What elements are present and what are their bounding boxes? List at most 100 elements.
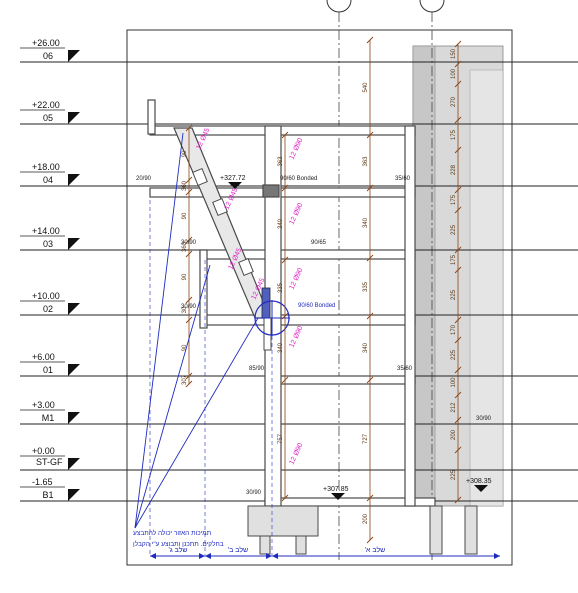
- dim-tick: [366, 184, 374, 192]
- level-name: 04: [43, 175, 53, 185]
- dim-tick: [454, 336, 462, 344]
- level-name: 05: [43, 113, 53, 123]
- level-name: 06: [43, 51, 53, 61]
- level-name: 01: [43, 365, 53, 375]
- dim-tick: [454, 206, 462, 214]
- dim-value: 90: [182, 150, 188, 157]
- dim-value: 175: [451, 129, 457, 140]
- label-30-90-b: 30/90: [181, 304, 197, 310]
- label-35-60-mid: 35/60: [397, 366, 413, 372]
- dim-value: 363: [278, 156, 284, 167]
- label-35-60-top: 35/60: [395, 176, 411, 182]
- grid-bubble-2: [419, 0, 445, 13]
- dim-tick: [454, 116, 462, 124]
- dim-tick: [454, 316, 462, 324]
- dim-tick: [454, 416, 462, 424]
- support-note-line2: בחלקים. תתכנן ותבוצע ע"י הקבלן: [133, 540, 224, 548]
- dim-tick: [366, 254, 374, 262]
- level-elevation: +18.00: [32, 162, 60, 172]
- level-triangle: [68, 112, 80, 124]
- spot-level-top: +327.72: [220, 175, 246, 182]
- dim-value: 175: [451, 194, 457, 205]
- stage-arrow-end: [266, 553, 272, 559]
- dim-value: 200: [363, 513, 369, 524]
- dim-tick: [454, 186, 462, 194]
- support-note: תמיכות האזור יכולה להתבצע בחלקים. תתכנן …: [133, 529, 224, 548]
- dim-tick: [366, 36, 374, 44]
- level-elevation: +10.00: [32, 291, 60, 301]
- dim-tick: [281, 256, 289, 264]
- dim-tick: [366, 312, 374, 320]
- dim-value: 90: [182, 273, 188, 280]
- dim-value: 228: [451, 164, 457, 175]
- dim-tick: [366, 376, 374, 384]
- dim-tick: [281, 184, 289, 192]
- section-labels: 20/90 90/60 Bonded 35/60 30/90 90/65 30/…: [136, 176, 492, 496]
- level-lines: [20, 61, 578, 502]
- support-note-leaders: [134, 132, 500, 557]
- dim-value: 175: [451, 254, 457, 265]
- level-name: M1: [42, 413, 55, 423]
- dim-value: 360: [182, 180, 188, 191]
- dim-value: 335: [363, 281, 369, 292]
- dim-value: 170: [451, 324, 457, 335]
- label-20-90: 20/90: [136, 176, 152, 182]
- spot-level-bottom-right: +308.35: [466, 478, 492, 485]
- dim-value: 307: [182, 374, 188, 385]
- dim-tick: [185, 380, 193, 388]
- dim-tick: [366, 536, 374, 544]
- level-name: B1: [42, 490, 53, 500]
- stage-a-label: שלב א': [365, 546, 386, 554]
- level-markers: +26.0006+22.0005+18.0004+14.0003+10.0002…: [20, 38, 80, 501]
- level-triangle: [68, 238, 80, 250]
- dim-value: 335: [278, 282, 284, 293]
- dim-value: 150: [451, 48, 457, 59]
- level-elevation: +6.00: [32, 352, 55, 362]
- drawing-frame: [126, 29, 513, 566]
- stage-arrows: [150, 553, 500, 559]
- dim-tick: [281, 494, 289, 502]
- dim-tick: [185, 372, 193, 380]
- dim-value: 200: [451, 429, 457, 440]
- level-elevation: -1.65: [32, 477, 53, 487]
- label-90-60-bonded-mid: 90/60 Bonded: [298, 303, 335, 309]
- grid-bubble-1: [326, 0, 352, 13]
- dim-value: 100: [451, 377, 457, 388]
- spot-levels: +327.72 +307.85 +308.35: [220, 175, 492, 500]
- dim-value: 90: [182, 344, 188, 351]
- dim-value: 340: [363, 342, 369, 353]
- label-90-65: 90/65: [311, 240, 327, 246]
- stage-arrow-end: [199, 553, 205, 559]
- dim-value: 30: [182, 306, 188, 313]
- dimension-chain-right: 1501002701752281752251752251702251002122…: [451, 40, 462, 504]
- dim-tick: [366, 131, 374, 139]
- stage-arrow-start: [272, 553, 278, 559]
- label-30-90-a: 30/90: [181, 240, 197, 246]
- dim-tick: [185, 250, 193, 258]
- dim-value: 340: [278, 218, 284, 229]
- dim-tick: [281, 131, 289, 139]
- level-elevation: +3.00: [32, 400, 55, 410]
- level-triangle: [68, 364, 80, 376]
- level-name: 02: [43, 304, 53, 314]
- stage-arrow-start: [150, 553, 156, 559]
- label-30-90-bottom: 30/90: [246, 490, 262, 496]
- dim-tick: [185, 124, 193, 132]
- label-85-90: 85/90: [249, 366, 265, 372]
- support-note-line1: תמיכות האזור יכולה להתבצע: [133, 529, 211, 537]
- dim-value: 757: [278, 433, 284, 444]
- dim-value: 540: [363, 82, 369, 93]
- stage-c-label: שלב ג': [168, 546, 187, 554]
- column-rebar-label: 12 Ø90: [288, 202, 304, 226]
- level-elevation: +0.00: [32, 446, 55, 456]
- dim-tick: [185, 296, 193, 304]
- dim-tick: [281, 376, 289, 384]
- dim-tick: [185, 236, 193, 244]
- dim-value: 212: [451, 402, 457, 413]
- dim-value: 360: [182, 241, 188, 252]
- stage-labels: שלב ג' שלב ב' שלב א': [168, 546, 385, 554]
- dim-tick: [185, 316, 193, 324]
